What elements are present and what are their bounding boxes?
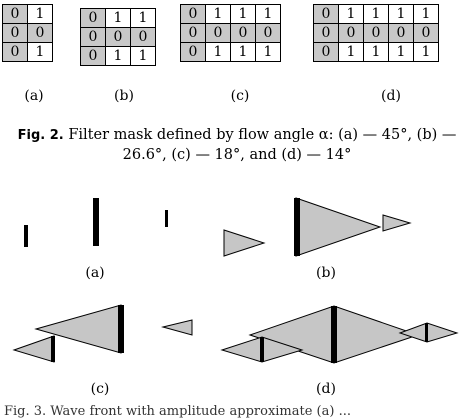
mask-cell: 0 [130,27,156,47]
mask-cell: 1 [413,42,439,62]
wave-triangle [12,335,55,363]
amplitude-bar [294,198,300,256]
caption-line-2: 26.6°, (c) — 18°, and (d) — 14° [122,147,352,163]
mask-cell: 1 [255,42,281,62]
panel-b [223,197,412,257]
mask-cell: 0 [313,4,339,24]
amplitude-bar [165,210,168,227]
amplitude-bar [425,323,428,342]
mask-cell: 0 [313,23,339,43]
figure-caption: Fig. 2. Filter mask defined by flow angl… [0,126,474,145]
mask-label-d: (d) [381,88,401,104]
panel-d [220,305,459,364]
mask-cell: 0 [180,42,206,62]
mask-cell: 1 [105,46,131,66]
mask-cell: 0 [2,4,28,24]
mask-label-b: (b) [114,88,134,104]
caption-line-1: Filter mask defined by flow angle α: (a)… [68,127,457,143]
mask-label-a: (a) [24,88,44,104]
mask-cell: 0 [313,42,339,62]
mask-cell: 0 [180,4,206,24]
wave-label-b: (b) [316,265,336,281]
wave-triangle [295,197,382,257]
wave-triangle [223,229,266,257]
amplitude-bar [93,198,99,246]
mask-cell: 0 [388,23,414,43]
mask-cell: 0 [2,42,28,62]
panel-a [24,198,168,247]
wave-label-d: (d) [316,381,336,397]
wave-label-c: (c) [91,381,110,397]
mask-cell: 1 [27,4,53,24]
mask-cell: 1 [27,42,53,62]
mask-cell: 0 [27,23,53,43]
mask-cell: 0 [230,23,256,43]
amplitude-bar [51,336,55,362]
mask-label-c: (c) [230,88,250,104]
mask-cell: 0 [413,23,439,43]
mask-cell: 1 [205,42,231,62]
panel-c [12,304,193,363]
wave-triangle [382,214,412,232]
amplitude-bar [118,305,124,353]
mask-cell: 0 [2,23,28,43]
figure-label: Fig. 2. [17,128,64,143]
mask-cell: 0 [180,23,206,43]
mask-cell: 1 [130,46,156,66]
wave-triangle [161,319,193,336]
wave-label-a: (a) [85,265,104,281]
amplitude-bar [24,225,28,247]
wave-diamond [398,322,459,343]
mask-cell: 1 [255,4,281,24]
mask-cell: 0 [80,46,106,66]
amplitude-bar [331,306,337,363]
amplitude-bar [260,337,264,362]
next-caption-fragment: Fig. 3. Wave front with amplitude approx… [4,404,351,419]
mask-cell: 0 [255,23,281,43]
